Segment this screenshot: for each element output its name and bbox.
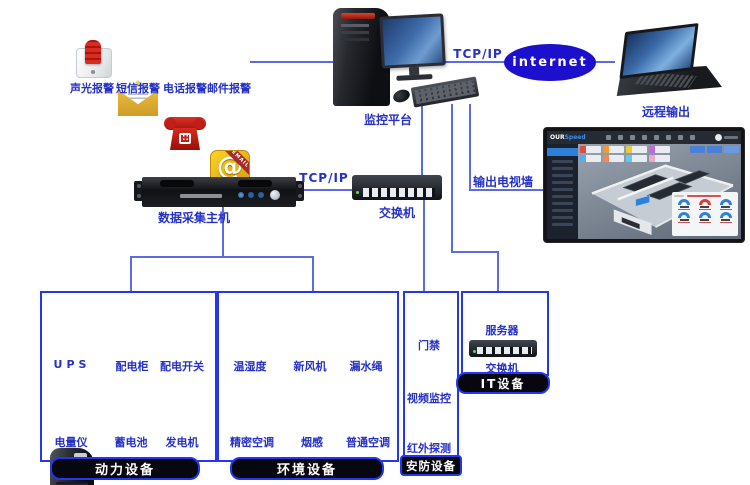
device-label: 交换机 [485,362,519,375]
status-chip [580,155,601,162]
alarm-label: 声光报警 [70,82,114,95]
device-label: 精密空调 [230,436,274,449]
mouse [391,87,412,105]
rack-ear [295,181,304,201]
connector-line [497,251,499,292]
data-collector-host [142,177,296,207]
siren-icon [75,40,112,78]
alarm-label: 邮件报警 [207,82,251,95]
connector-line [222,206,224,258]
app-logo: OURSpeed [550,134,586,141]
security-group-box [403,291,459,460]
network-switch [352,175,442,200]
connector-line [130,256,314,258]
connector-line [451,104,453,253]
gauge [674,199,695,210]
pc-monitor [379,13,447,86]
device-label: 红外探测 [407,442,451,455]
status-chip [626,146,647,153]
device-label: 配电柜 [115,360,149,373]
connector-line [451,251,499,253]
connector-line [130,256,132,292]
status-chip [649,146,670,153]
power-group-box [40,291,217,462]
gauge [715,212,736,223]
status-chip [649,155,670,162]
rack-ear [134,181,143,201]
it-group-bar: IT设备 [456,372,550,394]
app-header: OURSpeed [547,131,741,144]
device-label: 视频监控 [407,392,451,405]
connector-line [250,61,335,63]
alarm-label: 电话报警 [163,82,207,95]
gauge [695,199,716,210]
security-group-bar: 安防设备 [400,455,462,476]
gauge [715,199,736,210]
power-group-bar: 动力设备 [50,457,200,480]
tcpip-mid-label: TCP/IP [299,171,349,185]
sms-envelope-icon [118,80,158,116]
device-label: 蓄电池 [114,436,148,449]
telephone-icon [164,117,206,151]
app-buttons [690,146,739,153]
it-switch-image [469,340,537,357]
status-chip [580,146,601,153]
env-group-box [217,291,399,462]
remote-output-label: 远程输出 [641,105,690,119]
device-label: 普通空调 [346,436,390,449]
it-group-box [461,291,549,376]
device-label: 新风机 [293,360,327,373]
app-3d-view [578,144,741,239]
platform-label: 监控平台 [363,113,412,127]
connector-line [300,189,353,191]
device-label: 烟感 [301,436,323,449]
app-sidebar [547,144,578,239]
connector-line [423,199,425,292]
device-label: 门禁 [418,339,440,352]
connector-line [312,256,314,292]
connector-line [469,189,544,191]
status-chip [603,155,624,162]
internet-cloud: internet [504,44,596,81]
device-label: 服务器 [485,324,519,337]
gauge [695,212,716,223]
laptop [610,22,722,100]
app-menu-icons [586,135,715,140]
device-label: 配电开关 [160,360,204,373]
env-group-bar: 环境设备 [230,457,384,480]
switch-label: 交换机 [378,206,415,220]
device-label: 发电机 [165,436,199,449]
tcpip-top-label: TCP/IP [453,47,503,61]
status-chip [626,155,647,162]
device-label: 温湿度 [233,360,267,373]
gauge [674,212,695,223]
device-label: 漏水绳 [349,360,383,373]
device-label: 电量仪 [54,436,88,449]
alarm-label: 短信报警 [116,82,160,95]
device-label: UPS [53,358,91,371]
status-chips [580,146,670,162]
connector-line [421,104,423,176]
status-chip [603,146,624,153]
connector-line [469,104,471,191]
room-3d-drawing [591,164,734,236]
gauge-panel [672,192,738,236]
laptop-screen [619,22,699,80]
tv-wall-screen: OURSpeed [543,127,745,243]
tvwall-label: 输出电视墙 [472,175,533,189]
collector-label: 数据采集主机 [157,211,230,225]
pc-monitor-screen [382,16,443,66]
app-user-area [715,134,738,141]
